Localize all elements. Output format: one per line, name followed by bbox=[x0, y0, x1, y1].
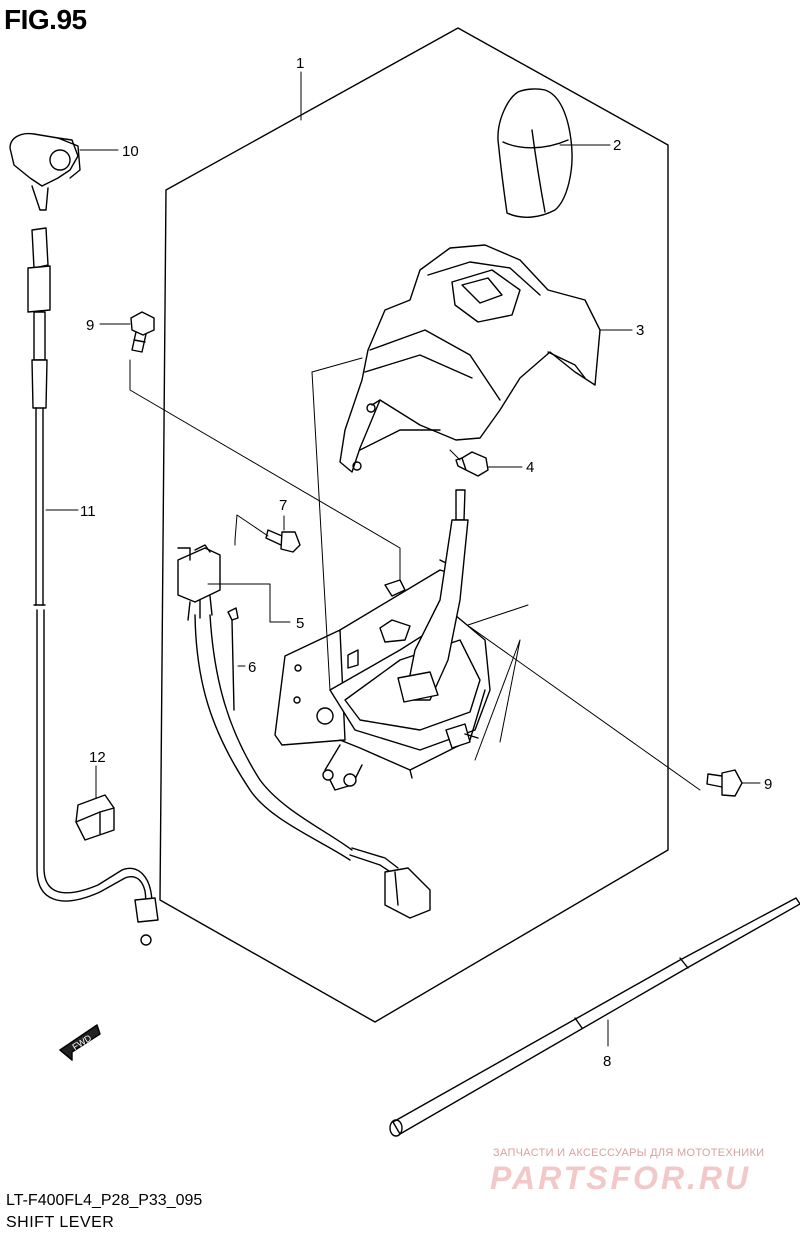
ref-line bbox=[449, 449, 461, 461]
shift-cable bbox=[27, 227, 159, 946]
callout-8: 8 bbox=[603, 1053, 611, 1070]
callout-6: 6 bbox=[248, 659, 256, 676]
switch-harness bbox=[194, 614, 431, 919]
callout-3: 3 bbox=[636, 322, 644, 339]
cable-clip bbox=[75, 794, 115, 841]
bolt-9-left bbox=[130, 311, 155, 353]
callout-7: 7 bbox=[279, 497, 287, 514]
ref-line bbox=[234, 514, 269, 546]
cable-tie bbox=[227, 607, 239, 711]
shift-cover bbox=[339, 244, 601, 473]
callout-9b: 9 bbox=[764, 776, 772, 793]
callout-10: 10 bbox=[122, 143, 139, 160]
figure-name: SHIFT LEVER bbox=[6, 1214, 115, 1231]
bolt-9-right bbox=[706, 769, 743, 797]
ref-line bbox=[311, 371, 331, 691]
callout-4: 4 bbox=[526, 459, 534, 476]
ref-line bbox=[469, 626, 701, 791]
callout-12: 12 bbox=[89, 749, 106, 766]
bolt-7 bbox=[265, 529, 301, 553]
fwd-arrow-icon: FWD bbox=[59, 1024, 101, 1061]
shift-rod bbox=[389, 897, 800, 1137]
ref-line bbox=[474, 639, 521, 761]
figure-title: FIG.95 bbox=[4, 4, 87, 35]
callout-9a: 9 bbox=[86, 317, 94, 334]
ref-line bbox=[129, 359, 401, 581]
callout-1: 1 bbox=[296, 55, 304, 72]
shift-lever-assembly bbox=[274, 489, 491, 791]
watermark-brand: PARTSFOR.RU bbox=[490, 1160, 752, 1196]
watermark-tagline: ЗАПЧАСТИ И АКСЕССУАРЫ ДЛЯ МОТОТЕХНИКИ bbox=[493, 1147, 765, 1159]
neutral-switch bbox=[177, 544, 221, 621]
ref-line bbox=[311, 357, 363, 373]
figure-code: LT-F400FL4_P28_P33_095 bbox=[6, 1192, 203, 1209]
leader-5 bbox=[207, 583, 291, 623]
callout-11: 11 bbox=[80, 503, 96, 520]
assembly-outline bbox=[159, 27, 669, 1023]
callout-5: 5 bbox=[296, 615, 304, 632]
ref-line bbox=[467, 604, 529, 626]
bolt-4 bbox=[455, 451, 489, 477]
shift-knob bbox=[497, 88, 573, 218]
cable-end-fitting bbox=[9, 132, 81, 211]
callout-2: 2 bbox=[613, 137, 621, 154]
